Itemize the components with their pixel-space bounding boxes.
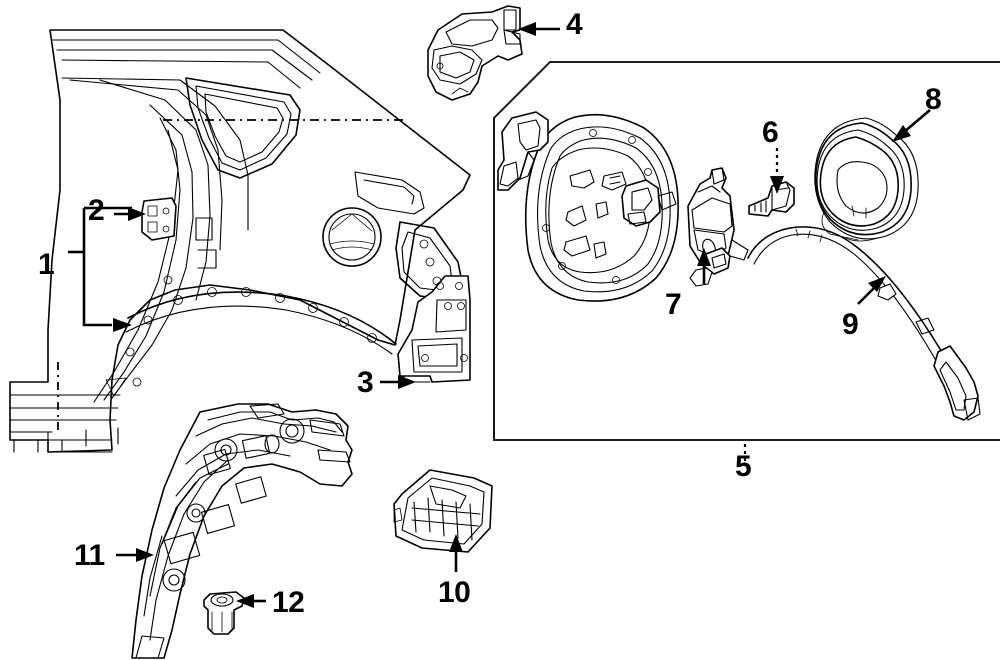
callout-label-2[interactable]: 2 bbox=[88, 194, 105, 227]
callout-label-12[interactable]: 12 bbox=[272, 586, 305, 619]
leader-1 bbox=[68, 206, 132, 332]
callout-label-10[interactable]: 10 bbox=[438, 576, 471, 609]
leader-8 bbox=[892, 109, 931, 142]
callout-label-5[interactable]: 5 bbox=[735, 450, 752, 483]
leader-2 bbox=[114, 207, 146, 221]
leader-9 bbox=[857, 276, 886, 305]
callout-label-7[interactable]: 7 bbox=[665, 288, 682, 321]
leader-7 bbox=[697, 248, 711, 284]
part-filler-neck-ring[interactable] bbox=[814, 117, 919, 242]
part-release-cable[interactable] bbox=[689, 226, 981, 421]
part-mounting-bolt[interactable] bbox=[748, 181, 795, 217]
callout-label-3[interactable]: 3 bbox=[357, 366, 374, 399]
part-reinforcement-plate[interactable] bbox=[141, 197, 177, 241]
assembly-group-box bbox=[493, 61, 1000, 441]
leader-3 bbox=[380, 375, 416, 389]
part-wheelhouse-inner-panel[interactable] bbox=[131, 403, 353, 659]
leader-6 bbox=[770, 148, 784, 194]
callout-label-9[interactable]: 9 bbox=[842, 308, 859, 341]
callout-label-4[interactable]: 4 bbox=[566, 8, 583, 41]
callout-label-11[interactable]: 11 bbox=[74, 539, 105, 572]
callout-label-6[interactable]: 6 bbox=[762, 116, 779, 149]
leader-10 bbox=[449, 534, 463, 572]
leader-4 bbox=[518, 22, 560, 36]
part-grommet-plug[interactable] bbox=[203, 591, 245, 635]
part-fuel-door-housing[interactable] bbox=[497, 111, 679, 302]
part-fuel-door-hinge-housing[interactable] bbox=[427, 5, 523, 101]
leader-12 bbox=[236, 594, 266, 608]
callout-label-1[interactable]: 1 bbox=[38, 248, 55, 281]
part-quarter-panel-outer[interactable] bbox=[9, 29, 471, 453]
part-pressure-relief-vent[interactable] bbox=[393, 469, 493, 553]
part-lower-rear-bracket[interactable] bbox=[397, 275, 471, 383]
callout-label-8[interactable]: 8 bbox=[925, 83, 942, 116]
leader-11 bbox=[116, 548, 154, 562]
